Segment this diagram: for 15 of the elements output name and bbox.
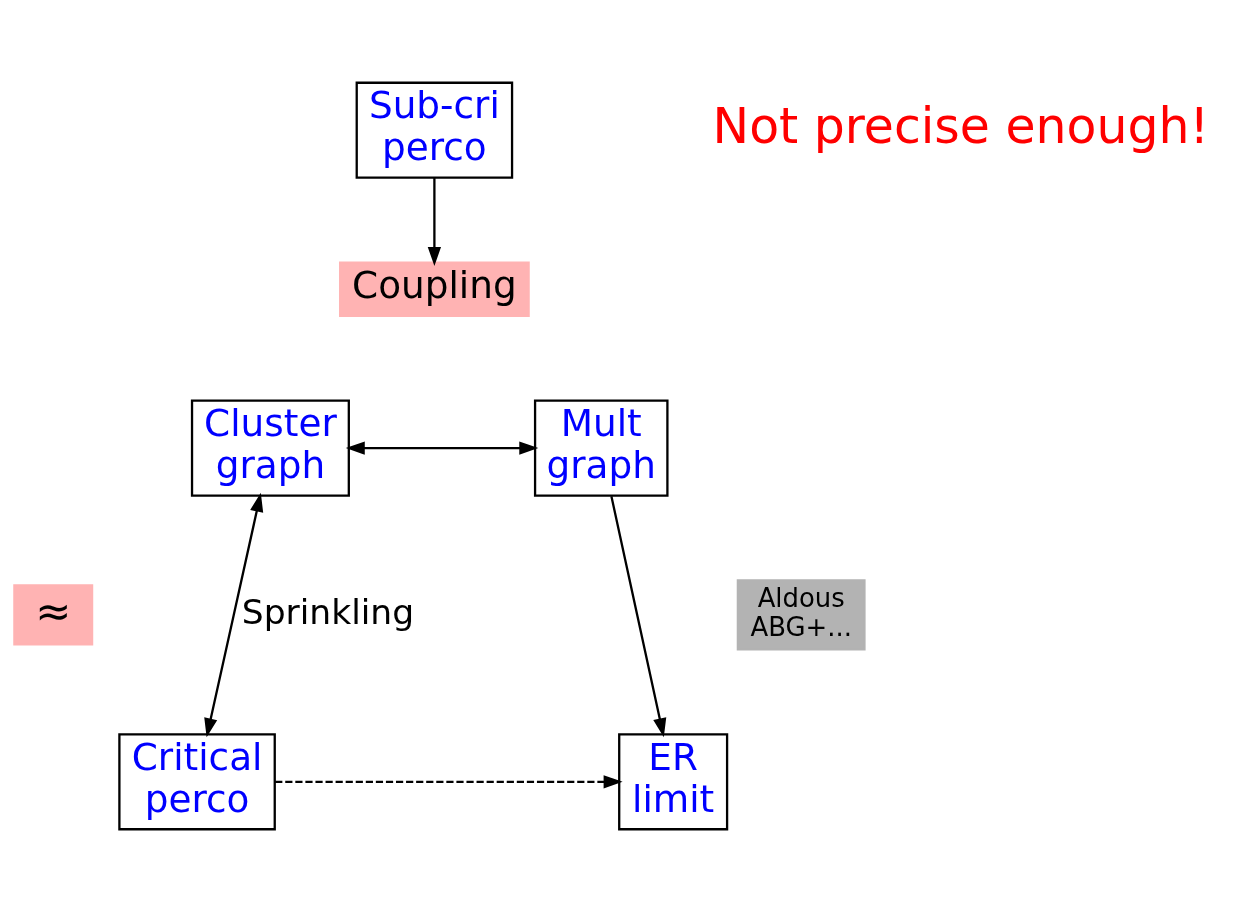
arrow: [204, 492, 264, 737]
node-box: ≈: [13, 583, 94, 646]
node-box: Coupling: [339, 260, 530, 317]
node-box: Critical perco: [118, 732, 276, 830]
node-box: Sub-cri perco: [355, 81, 514, 179]
node-box: ER limit: [618, 732, 729, 830]
node-box: Cluster graph: [190, 398, 350, 497]
arrow: [427, 177, 442, 266]
edge-label: Sprinkling: [241, 591, 415, 632]
node-box: Mult graph: [533, 398, 669, 497]
arrow: [345, 440, 539, 455]
label: Not precise enough!: [712, 97, 1210, 155]
node-box: Aldous ABG+...: [736, 578, 866, 651]
arrow: [275, 774, 623, 788]
arrow: [610, 495, 667, 737]
